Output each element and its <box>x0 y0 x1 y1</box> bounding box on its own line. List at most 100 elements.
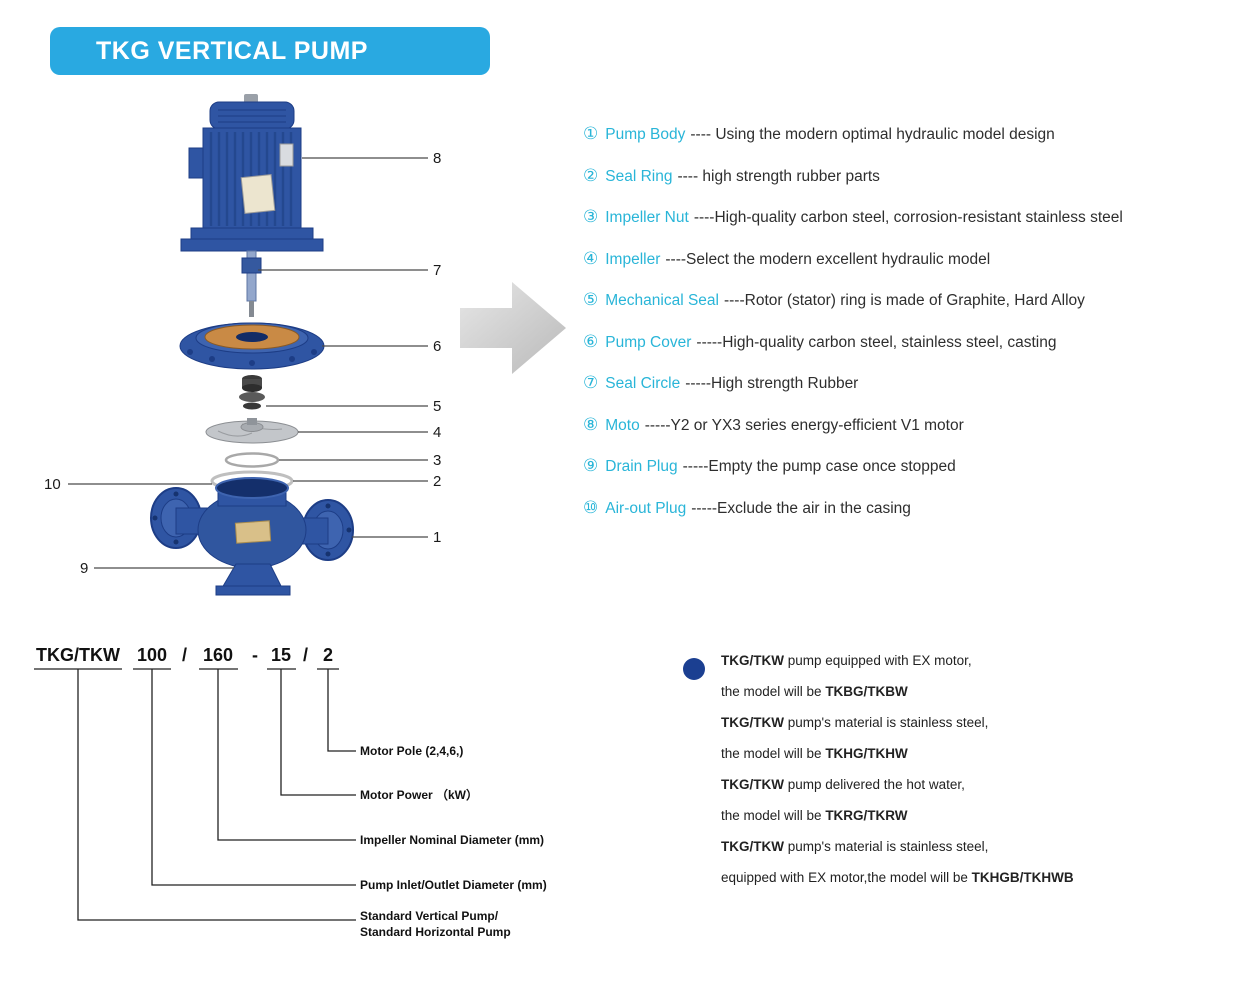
code-slash-2: / <box>303 645 308 665</box>
part-description: ----High-quality carbon steel, corrosion… <box>693 209 1123 226</box>
model-code-labels: Motor Pole (2,4,6,) Motor Power （kW） Imp… <box>360 744 547 939</box>
note-text: pump equipped with EX motor, <box>784 653 972 668</box>
callout-9: 9 <box>80 560 88 577</box>
callout-numbers: 8 7 6 5 4 3 2 1 10 9 <box>44 150 441 577</box>
label-inlet-outlet: Pump Inlet/Outlet Diameter (mm) <box>360 878 547 892</box>
part-row-impeller-nut: ③ Impeller Nut ----High-quality carbon s… <box>583 207 1232 231</box>
note-text: the model will be <box>721 808 826 823</box>
part-name: Seal Ring <box>605 167 673 185</box>
part-description: ---- high strength rubber parts <box>677 167 880 185</box>
callout-7: 7 <box>433 262 441 279</box>
code-power: 15 <box>271 645 291 665</box>
note-lines: TKG/TKW pump equipped with EX motor, the… <box>721 652 1203 887</box>
note-text: pump delivered the hot water, <box>784 777 965 792</box>
part-row-drain-plug: ⑨ Drain Plug -----Empty the pump case on… <box>583 456 1232 480</box>
part-name: Seal Circle <box>605 375 681 392</box>
part-row-pump-body: ① Pump Body ---- Using the modern optima… <box>583 124 1232 148</box>
callout-2: 2 <box>433 473 441 490</box>
pump-exploded-diagram: 8 7 6 5 4 3 2 1 10 9 <box>44 94 441 596</box>
note-model-code: TKHGB/TKHWB <box>971 870 1074 885</box>
callout-5: 5 <box>433 398 441 415</box>
part-number-icon: ② <box>583 165 599 185</box>
note-model-code: TKBG/TKBW <box>825 684 908 699</box>
note-line: the model will be TKHG/TKHW <box>721 745 1203 763</box>
code-slash-1: / <box>182 645 187 665</box>
callout-8: 8 <box>433 150 441 167</box>
callout-4: 4 <box>433 424 441 441</box>
model-code-diagram: TKG/TKW 100 / 160 - 15 / 2 Motor Pole (2… <box>34 645 547 939</box>
note-model-code: TKHG/TKHW <box>825 746 908 761</box>
label-motor-power: Motor Power （kW） <box>360 787 478 802</box>
shaft-part <box>241 250 262 317</box>
label-standard-horiz: Standard Horizontal Pump <box>360 925 511 939</box>
callout-lines <box>68 157 428 569</box>
callout-6: 6 <box>433 338 441 355</box>
note-bold-prefix: TKG/TKW <box>721 839 784 854</box>
part-number-icon: ⑥ <box>583 331 599 351</box>
part-number-icon: ③ <box>583 207 599 226</box>
page-title-banner: TKG VERTICAL PUMP <box>50 27 490 75</box>
pump-body-part <box>150 477 354 596</box>
part-name: Impeller <box>605 250 661 268</box>
part-row-impeller: ④ Impeller ----Select the modern excelle… <box>583 249 1232 273</box>
part-description: ---- Using the modern optimal hydraulic … <box>690 126 1055 143</box>
part-description: -----Empty the pump case once stopped <box>682 458 956 475</box>
note-bold-prefix: TKG/TKW <box>721 653 784 668</box>
part-row-seal-ring: ② Seal Ring ---- high strength rubber pa… <box>583 166 1232 190</box>
part-row-motor: ⑧ Moto -----Y2 or YX3 series energy-effi… <box>583 415 1232 439</box>
part-number-icon: ⑤ <box>583 290 599 309</box>
o-ring-part <box>224 452 280 468</box>
model-code-connectors <box>34 668 356 921</box>
part-number-icon: ⑩ <box>583 497 599 517</box>
part-number-icon: ④ <box>583 248 599 268</box>
note-line: TKG/TKW pump's material is stainless ste… <box>721 838 1203 856</box>
code-dash: - <box>252 645 258 665</box>
note-text: pump's material is stainless steel, <box>784 715 989 730</box>
part-description: -----High strength Rubber <box>685 375 859 392</box>
part-row-seal-circle: ⑦ Seal Circle -----High strength Rubber <box>583 373 1232 397</box>
callout-3: 3 <box>433 452 441 469</box>
code-series: TKG/TKW <box>36 645 120 665</box>
callout-1: 1 <box>433 529 441 546</box>
note-text: the model will be <box>721 746 826 761</box>
note-line: equipped with EX motor,the model will be… <box>721 869 1203 887</box>
note-line: TKG/TKW pump equipped with EX motor, <box>721 652 1203 670</box>
part-number-icon: ⑦ <box>583 373 599 392</box>
code-inlet: 100 <box>137 645 167 665</box>
impeller-part <box>205 418 299 444</box>
part-name: Pump Cover <box>605 333 692 351</box>
page-title: TKG VERTICAL PUMP <box>96 36 368 65</box>
callout-10: 10 <box>44 476 61 493</box>
right-arrow-icon <box>460 282 566 374</box>
part-row-air-out-plug: ⑩ Air-out Plug -----Exclude the air in t… <box>583 498 1232 522</box>
part-description: -----Y2 or YX3 series energy-efficient V… <box>644 416 964 434</box>
label-impeller-diam: Impeller Nominal Diameter (mm) <box>360 833 544 847</box>
note-line: TKG/TKW pump delivered the hot water, <box>721 776 1203 794</box>
part-name: Drain Plug <box>605 458 678 475</box>
part-number-icon: ⑨ <box>583 456 599 475</box>
part-name: Pump Body <box>605 126 686 143</box>
parts-list: ① Pump Body ---- Using the modern optima… <box>583 124 1232 539</box>
part-row-mechanical-seal: ⑤ Mechanical Seal ----Rotor (stator) rin… <box>583 290 1232 314</box>
note-bold-prefix: TKG/TKW <box>721 777 784 792</box>
pump-cover-part <box>179 322 325 370</box>
part-name: Mechanical Seal <box>605 292 719 309</box>
label-motor-pole: Motor Pole (2,4,6,) <box>360 744 463 758</box>
part-name: Impeller Nut <box>605 209 689 226</box>
bullet-icon <box>683 658 705 680</box>
part-row-pump-cover: ⑥ Pump Cover -----High-quality carbon st… <box>583 332 1232 356</box>
note-model-code: TKRG/TKRW <box>825 808 908 823</box>
notes-block: TKG/TKW pump equipped with EX motor, the… <box>683 652 1203 900</box>
note-line: the model will be TKRG/TKRW <box>721 807 1203 825</box>
note-bold-prefix: TKG/TKW <box>721 715 784 730</box>
note-text: equipped with EX motor,the model will be <box>721 870 972 885</box>
model-code-tokens: TKG/TKW 100 / 160 - 15 / 2 <box>36 645 333 665</box>
note-line: the model will be TKBG/TKBW <box>721 683 1203 701</box>
code-pole: 2 <box>323 645 333 665</box>
note-text: pump's material is stainless steel, <box>784 839 989 854</box>
note-line: TKG/TKW pump's material is stainless ste… <box>721 714 1203 732</box>
label-standard-vert: Standard Vertical Pump/ <box>360 909 499 923</box>
part-description: -----Exclude the air in the casing <box>691 499 911 517</box>
part-number-icon: ① <box>583 124 599 143</box>
